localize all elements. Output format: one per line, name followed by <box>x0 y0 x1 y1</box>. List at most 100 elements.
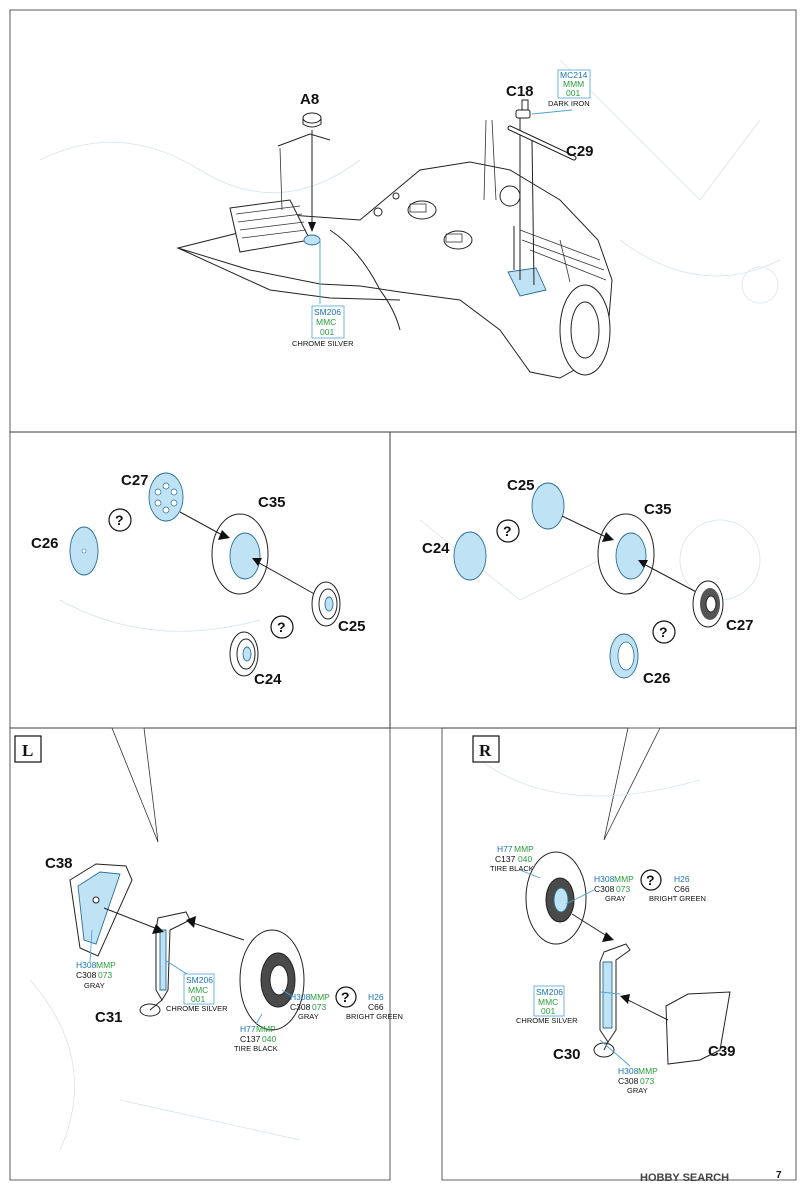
svg-text:C137: C137 <box>495 854 516 864</box>
svg-text:H308: H308 <box>76 960 97 970</box>
side-badge-right <box>472 735 500 763</box>
svg-text:MMP: MMP <box>514 844 534 854</box>
watermark: HOBBY SEARCH <box>640 1172 729 1184</box>
paint-left-bright-green: H26 C66 BRIGHT GREEN <box>346 992 403 1021</box>
left-landing-gear: L C38 C31 H308 MMP C308 073 GRAY <box>14 735 403 1053</box>
svg-text:SM206: SM206 <box>186 975 213 985</box>
svg-text:CHROME SILVER: CHROME SILVER <box>516 1016 578 1025</box>
right-landing-gear: R H77 MMP C137 040 TIRE BLACK H308 MMP C… <box>472 735 736 1095</box>
svg-text:073: 073 <box>98 970 112 980</box>
svg-text:MMC: MMC <box>188 985 208 995</box>
part-right-c25 <box>531 482 565 530</box>
nose-ring <box>559 284 611 376</box>
label-c18: C18 <box>506 83 534 100</box>
svg-text:GRAY: GRAY <box>605 894 626 903</box>
svg-text:MMM: MMM <box>563 79 584 89</box>
label-right-c35: C35 <box>644 501 672 518</box>
label-right-c25: C25 <box>507 477 535 494</box>
paint-right-hub-gray: H308 MMP C308 073 GRAY <box>594 874 634 903</box>
svg-text:040: 040 <box>262 1034 276 1044</box>
svg-text:H308: H308 <box>290 992 311 1002</box>
svg-text:H308: H308 <box>594 874 615 884</box>
svg-text:TIRE BLACK: TIRE BLACK <box>234 1044 278 1053</box>
label-c31: C31 <box>95 1009 123 1026</box>
label-right-c24: C24 <box>422 540 450 557</box>
svg-text:?: ? <box>646 872 655 888</box>
paint-left-chrome-silver: SM206 MMC 001 CHROME SILVER <box>166 973 228 1013</box>
footer: HOBBY SEARCH 7 <box>640 1170 782 1184</box>
frame-right-gear <box>441 727 797 1181</box>
svg-text:TIRE BLACK: TIRE BLACK <box>490 864 534 873</box>
panel-frames <box>9 9 797 1181</box>
svg-text:C308: C308 <box>618 1076 639 1086</box>
svg-text:R: R <box>479 741 492 760</box>
svg-text:MMC: MMC <box>316 317 336 327</box>
label-right-c26: C26 <box>643 670 671 687</box>
svg-text:H26: H26 <box>674 874 690 884</box>
svg-text:073: 073 <box>312 1002 326 1012</box>
paint-right-bright-green: H26 C66 BRIGHT GREEN <box>649 874 706 903</box>
svg-text:?: ? <box>341 989 350 1005</box>
part-right-c24 <box>453 531 487 581</box>
svg-text:BRIGHT GREEN: BRIGHT GREEN <box>649 894 706 903</box>
label-c30: C30 <box>553 1046 581 1063</box>
svg-text:?: ? <box>659 624 668 640</box>
svg-text:BRIGHT GREEN: BRIGHT GREEN <box>346 1012 403 1021</box>
svg-text:040: 040 <box>518 854 532 864</box>
svg-text:GRAY: GRAY <box>298 1012 319 1021</box>
question-left-1 <box>108 508 132 532</box>
question-right-1 <box>496 519 520 543</box>
label-a8: A8 <box>300 91 319 108</box>
svg-text:MMP: MMP <box>638 1066 658 1076</box>
background-ghost-art <box>29 59 781 1151</box>
svg-text:?: ? <box>115 512 124 528</box>
svg-text:MMC: MMC <box>538 997 558 1007</box>
svg-text:L: L <box>22 741 33 760</box>
label-left-c27: C27 <box>121 472 149 489</box>
question-left-2 <box>270 615 294 639</box>
svg-text:C308: C308 <box>594 884 615 894</box>
svg-text:001: 001 <box>541 1006 555 1016</box>
c29-arrow <box>531 139 535 286</box>
side-badge-left <box>14 735 42 763</box>
label-c38: C38 <box>45 855 73 872</box>
question-left-gear <box>335 986 357 1008</box>
svg-text:SM206: SM206 <box>536 987 563 997</box>
part-c27 <box>148 472 184 522</box>
part-a8 <box>302 112 322 124</box>
label-left-c24: C24 <box>254 671 282 688</box>
svg-text:C66: C66 <box>368 1002 384 1012</box>
paint-left-gray-door: H308 MMP C308 073 GRAY <box>76 960 116 990</box>
frame-step2-left <box>9 431 391 729</box>
svg-text:001: 001 <box>320 327 334 337</box>
paint-code-chrome-silver: SM206 MMC 001 CHROME SILVER <box>292 305 354 348</box>
svg-text:MMP: MMP <box>310 992 330 1002</box>
svg-text:MMP: MMP <box>614 874 634 884</box>
svg-text:GRAY: GRAY <box>627 1086 648 1095</box>
label-left-c26: C26 <box>31 535 59 552</box>
svg-text:H26: H26 <box>368 992 384 1002</box>
step2-left-wheel-assembly: ? ? C27 C35 C26 C25 C24 <box>31 472 366 688</box>
page-number: 7 <box>776 1170 782 1181</box>
part-c39 <box>665 991 731 1065</box>
paint-right-chrome-silver: SM206 MMC 001 CHROME SILVER <box>516 985 578 1025</box>
frame-left-gear <box>9 727 391 1181</box>
svg-text:GRAY: GRAY <box>84 981 105 990</box>
svg-text:MC214: MC214 <box>560 70 588 80</box>
svg-text:073: 073 <box>616 884 630 894</box>
paint-left-tire-black: H77 MMP C137 040 TIRE BLACK <box>234 1024 278 1053</box>
paint-code-dark-iron: MC214 MMM 001 DARK IRON <box>548 69 591 108</box>
svg-text:MMP: MMP <box>256 1024 276 1034</box>
label-right-c27: C27 <box>726 617 754 634</box>
svg-text:?: ? <box>503 523 512 539</box>
part-c18 <box>515 109 531 119</box>
question-right-gear <box>640 869 662 891</box>
step1-fuselage-assembly: A8 C18 C29 MC214 MMM 001 DARK IRON SM206… <box>176 69 613 379</box>
step2-right-wheel-assembly: ? ? C25 C35 C24 C27 C26 <box>422 477 754 687</box>
label-c29: C29 <box>566 143 594 160</box>
svg-text:DARK IRON: DARK IRON <box>548 99 590 108</box>
svg-text:SM206: SM206 <box>314 307 341 317</box>
svg-text:H77: H77 <box>240 1024 256 1034</box>
paint-left-hub-gray: H308 MMP C308 073 GRAY <box>290 992 330 1021</box>
